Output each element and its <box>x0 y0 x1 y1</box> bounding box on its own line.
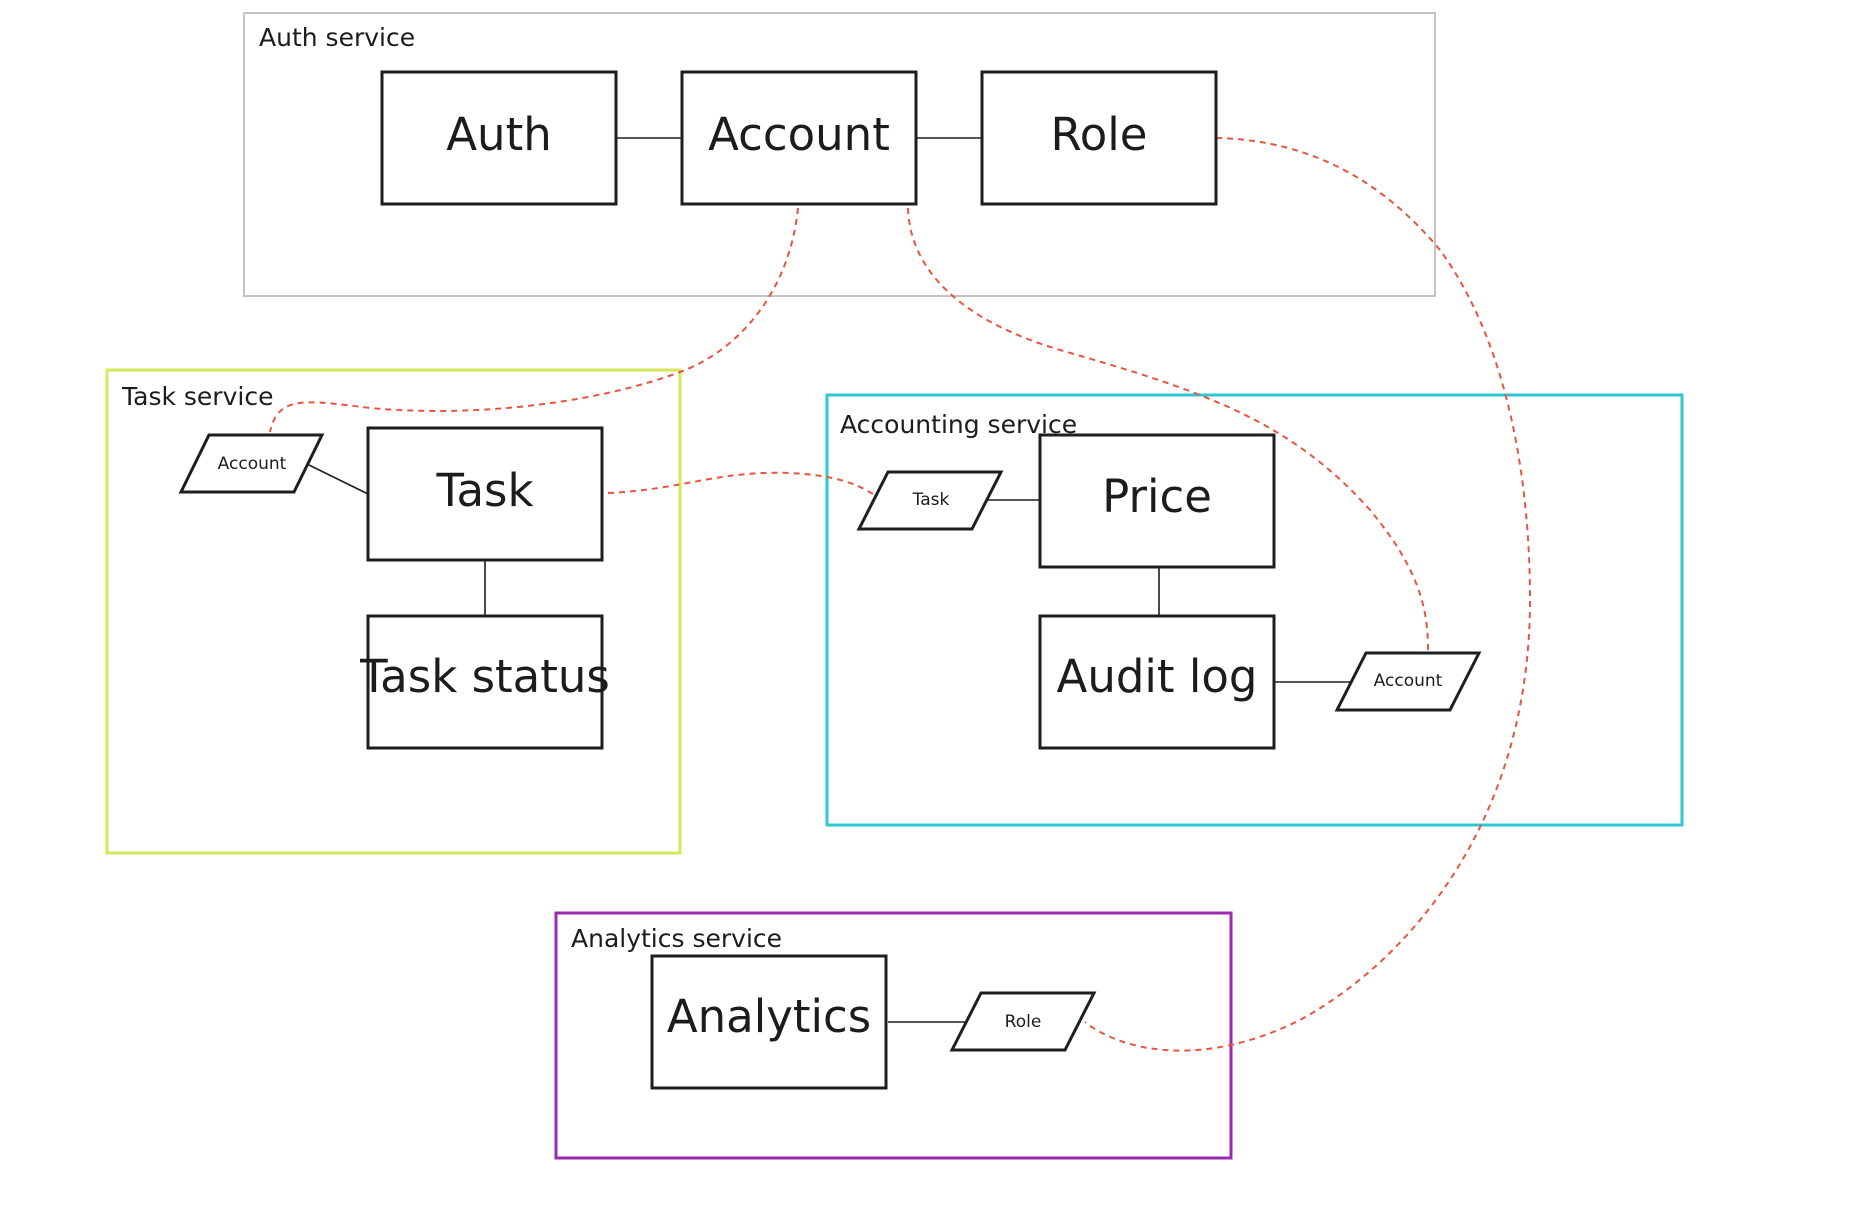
accounting-service-title: Accounting service <box>840 410 1077 439</box>
dashed-link-account-to-task-account <box>269 207 799 433</box>
ref-account-label-task-service: Account <box>218 454 287 474</box>
entity-task-status-box <box>366 614 604 750</box>
task-service-title: Task service <box>121 382 273 411</box>
ref-account-label-accounting-service: Account <box>1374 671 1443 691</box>
entity-account-box <box>680 70 918 206</box>
entity-price-box <box>1038 433 1276 569</box>
analytics-service-title: Analytics service <box>571 924 782 953</box>
analytics-service-container <box>554 911 1233 1160</box>
entity-account-label: Account <box>708 108 890 161</box>
link-account-ref-task <box>308 464 369 495</box>
entity-auth-label: Auth <box>446 108 551 161</box>
ref-account-shape-accounting-service <box>1334 651 1482 712</box>
ref-task-shape-accounting-service <box>856 470 1004 531</box>
auth-service-container <box>243 12 1436 297</box>
dashed-link-account-to-accounting-account <box>907 207 1429 651</box>
entity-role-label: Role <box>1051 108 1148 161</box>
entity-audit-log-label: Audit log <box>1057 650 1258 703</box>
ref-role-label-analytics-service: Role <box>1005 1012 1042 1032</box>
entity-auth-box <box>380 70 618 206</box>
entity-audit-log-box <box>1038 614 1276 750</box>
entity-task-status-label: Task status <box>359 650 610 703</box>
auth-service-title: Auth service <box>259 23 415 52</box>
entity-price-label: Price <box>1102 470 1212 523</box>
entity-task-box <box>366 426 604 562</box>
entity-task-label: Task <box>435 464 533 517</box>
entity-role-box <box>980 70 1218 206</box>
dashed-link-role-to-analytics-role <box>1084 137 1532 1052</box>
ref-account-shape-task-service <box>178 433 325 494</box>
dashed-link-task-to-accounting-task <box>607 471 879 498</box>
accounting-service-container <box>825 393 1684 827</box>
ref-task-label-accounting-service: Task <box>912 490 950 510</box>
entity-analytics-box <box>650 954 888 1090</box>
entity-analytics-label: Analytics <box>667 990 871 1043</box>
ref-role-shape-analytics-service <box>949 991 1097 1052</box>
task-service-container <box>105 368 682 855</box>
